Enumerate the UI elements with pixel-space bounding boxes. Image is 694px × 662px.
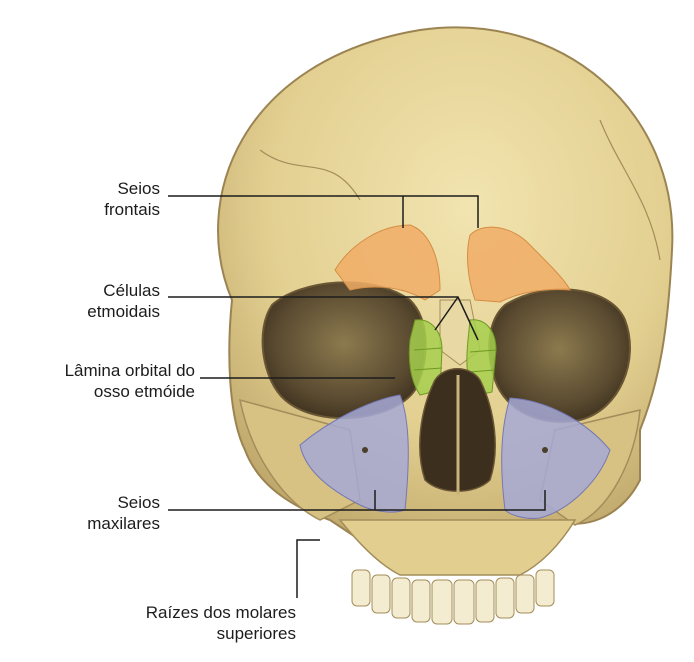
label-maxillary-sinuses: Seios maxilares (60, 492, 160, 534)
label-ethmoid-cells: Células etmoidais (60, 280, 160, 322)
label-molar-roots: Raízes dos molares superiores (110, 602, 296, 644)
label-orbital-lamina: Lâmina orbital do osso etmóide (0, 360, 195, 402)
maxilla (340, 520, 575, 575)
label-frontal-sinuses: Seios frontais (60, 178, 160, 220)
upper-teeth (352, 570, 554, 624)
